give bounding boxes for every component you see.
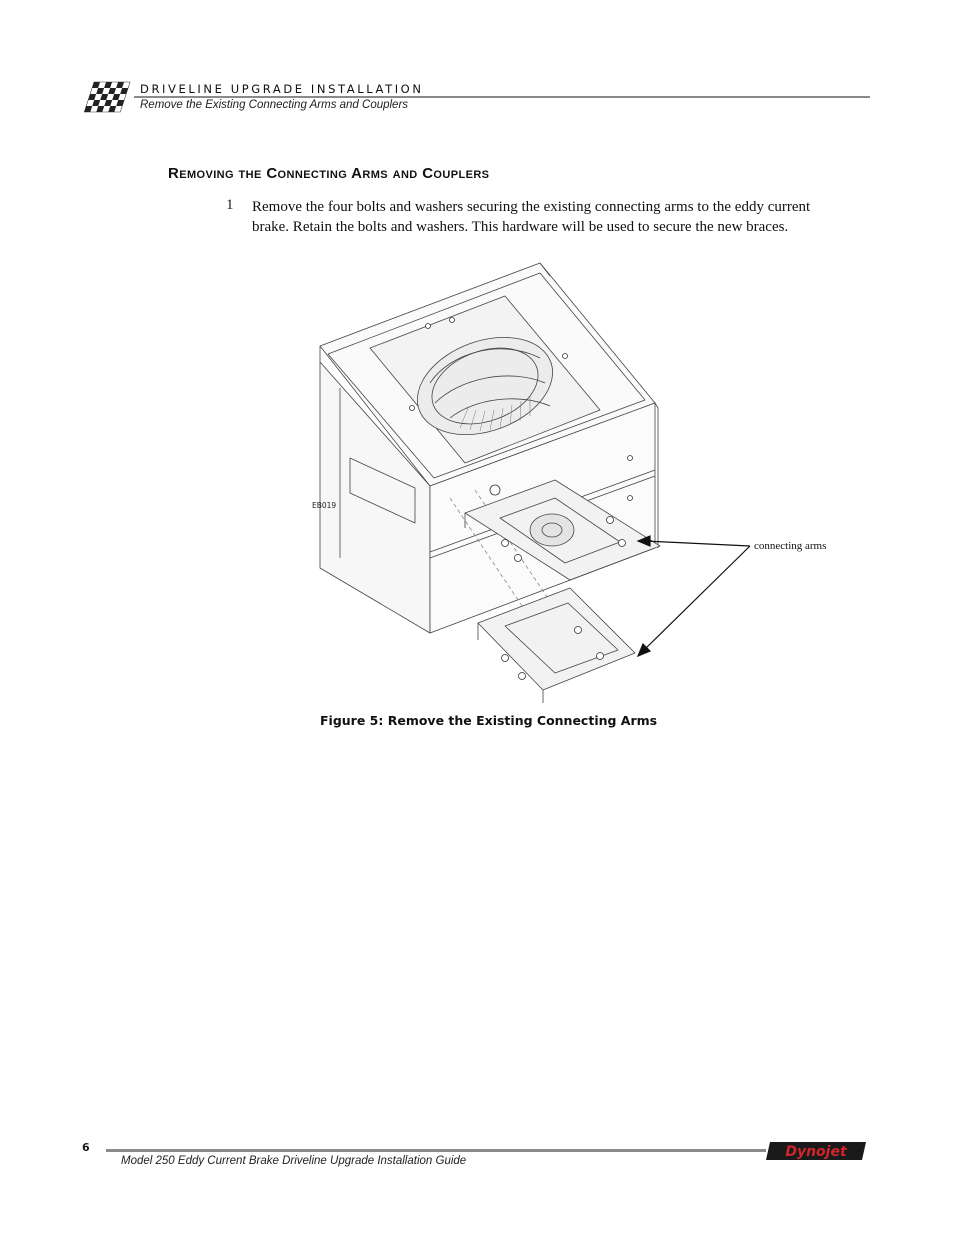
checkered-flag-icon	[83, 81, 131, 113]
figure-drawing: EB019 connecting arms	[300, 258, 860, 708]
chapter-title: DRIVELINE UPGRADE INSTALLATION	[140, 82, 424, 96]
logo-text: Dynojet	[785, 1144, 848, 1160]
section-title: Removing the Connecting Arms and Coupler…	[168, 165, 490, 182]
step-text: Remove the four bolts and washers securi…	[252, 199, 811, 235]
header-rule	[134, 96, 870, 98]
page-number: 6	[82, 1141, 90, 1154]
connecting-arms-callout: connecting arms	[754, 540, 826, 552]
step-number: 1	[226, 197, 234, 213]
footer-rule	[106, 1149, 766, 1152]
footer-document-title: Model 250 Eddy Current Brake Driveline U…	[121, 1155, 467, 1167]
eddy-brake-drawing: EB019 connecting arms	[312, 262, 826, 703]
dynojet-logo: Dynojet	[766, 1142, 866, 1160]
figure-caption: Figure 5: Remove the Existing Connecting…	[320, 713, 658, 728]
header-subtitle: Remove the Existing Connecting Arms and …	[140, 99, 409, 111]
drawing-id-label: EB019	[312, 501, 336, 510]
